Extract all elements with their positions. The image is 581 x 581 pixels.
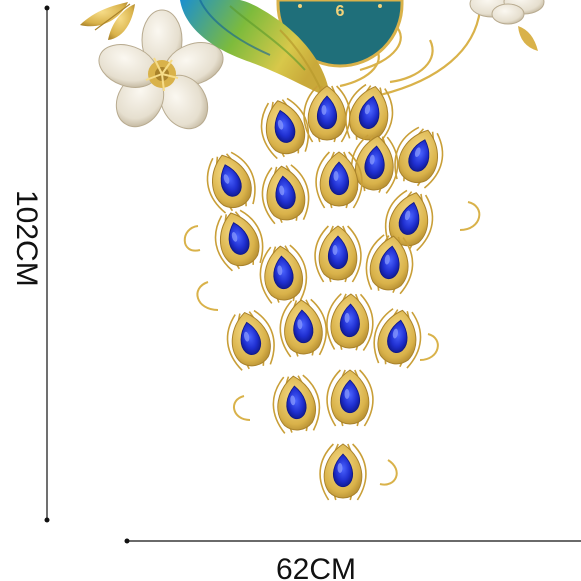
tail-feather bbox=[394, 126, 444, 189]
tail-feather bbox=[272, 374, 321, 434]
gold-leaves bbox=[80, 2, 135, 40]
flower-right bbox=[469, 0, 545, 51]
tail-feather bbox=[373, 308, 422, 369]
tail-feather bbox=[214, 209, 264, 272]
tail-feather bbox=[261, 164, 310, 225]
tail-feather bbox=[226, 309, 275, 371]
tail-feather bbox=[259, 244, 308, 304]
flower-left bbox=[98, 9, 224, 130]
tail-feather bbox=[350, 134, 399, 194]
width-label: 62CM bbox=[276, 553, 357, 581]
height-label: 102CM bbox=[10, 190, 43, 287]
tail-feather bbox=[303, 85, 351, 143]
clock-numeral: 6 bbox=[336, 3, 345, 20]
tail-feather bbox=[315, 151, 363, 209]
height-dimension-line bbox=[44, 5, 50, 523]
tail-feather bbox=[326, 293, 374, 351]
tail-feather bbox=[365, 234, 414, 295]
tail-feather bbox=[206, 151, 256, 214]
tail-feather bbox=[260, 97, 310, 160]
width-dimension-line bbox=[124, 538, 581, 544]
gold-curls bbox=[183, 201, 481, 486]
tail-feather bbox=[326, 369, 374, 427]
peacock-body bbox=[180, 0, 330, 98]
tail-feathers bbox=[206, 83, 444, 501]
tail-feather bbox=[314, 225, 362, 283]
tail-feather bbox=[319, 443, 367, 501]
tail-feather bbox=[279, 298, 327, 358]
tail-feather bbox=[345, 83, 394, 145]
